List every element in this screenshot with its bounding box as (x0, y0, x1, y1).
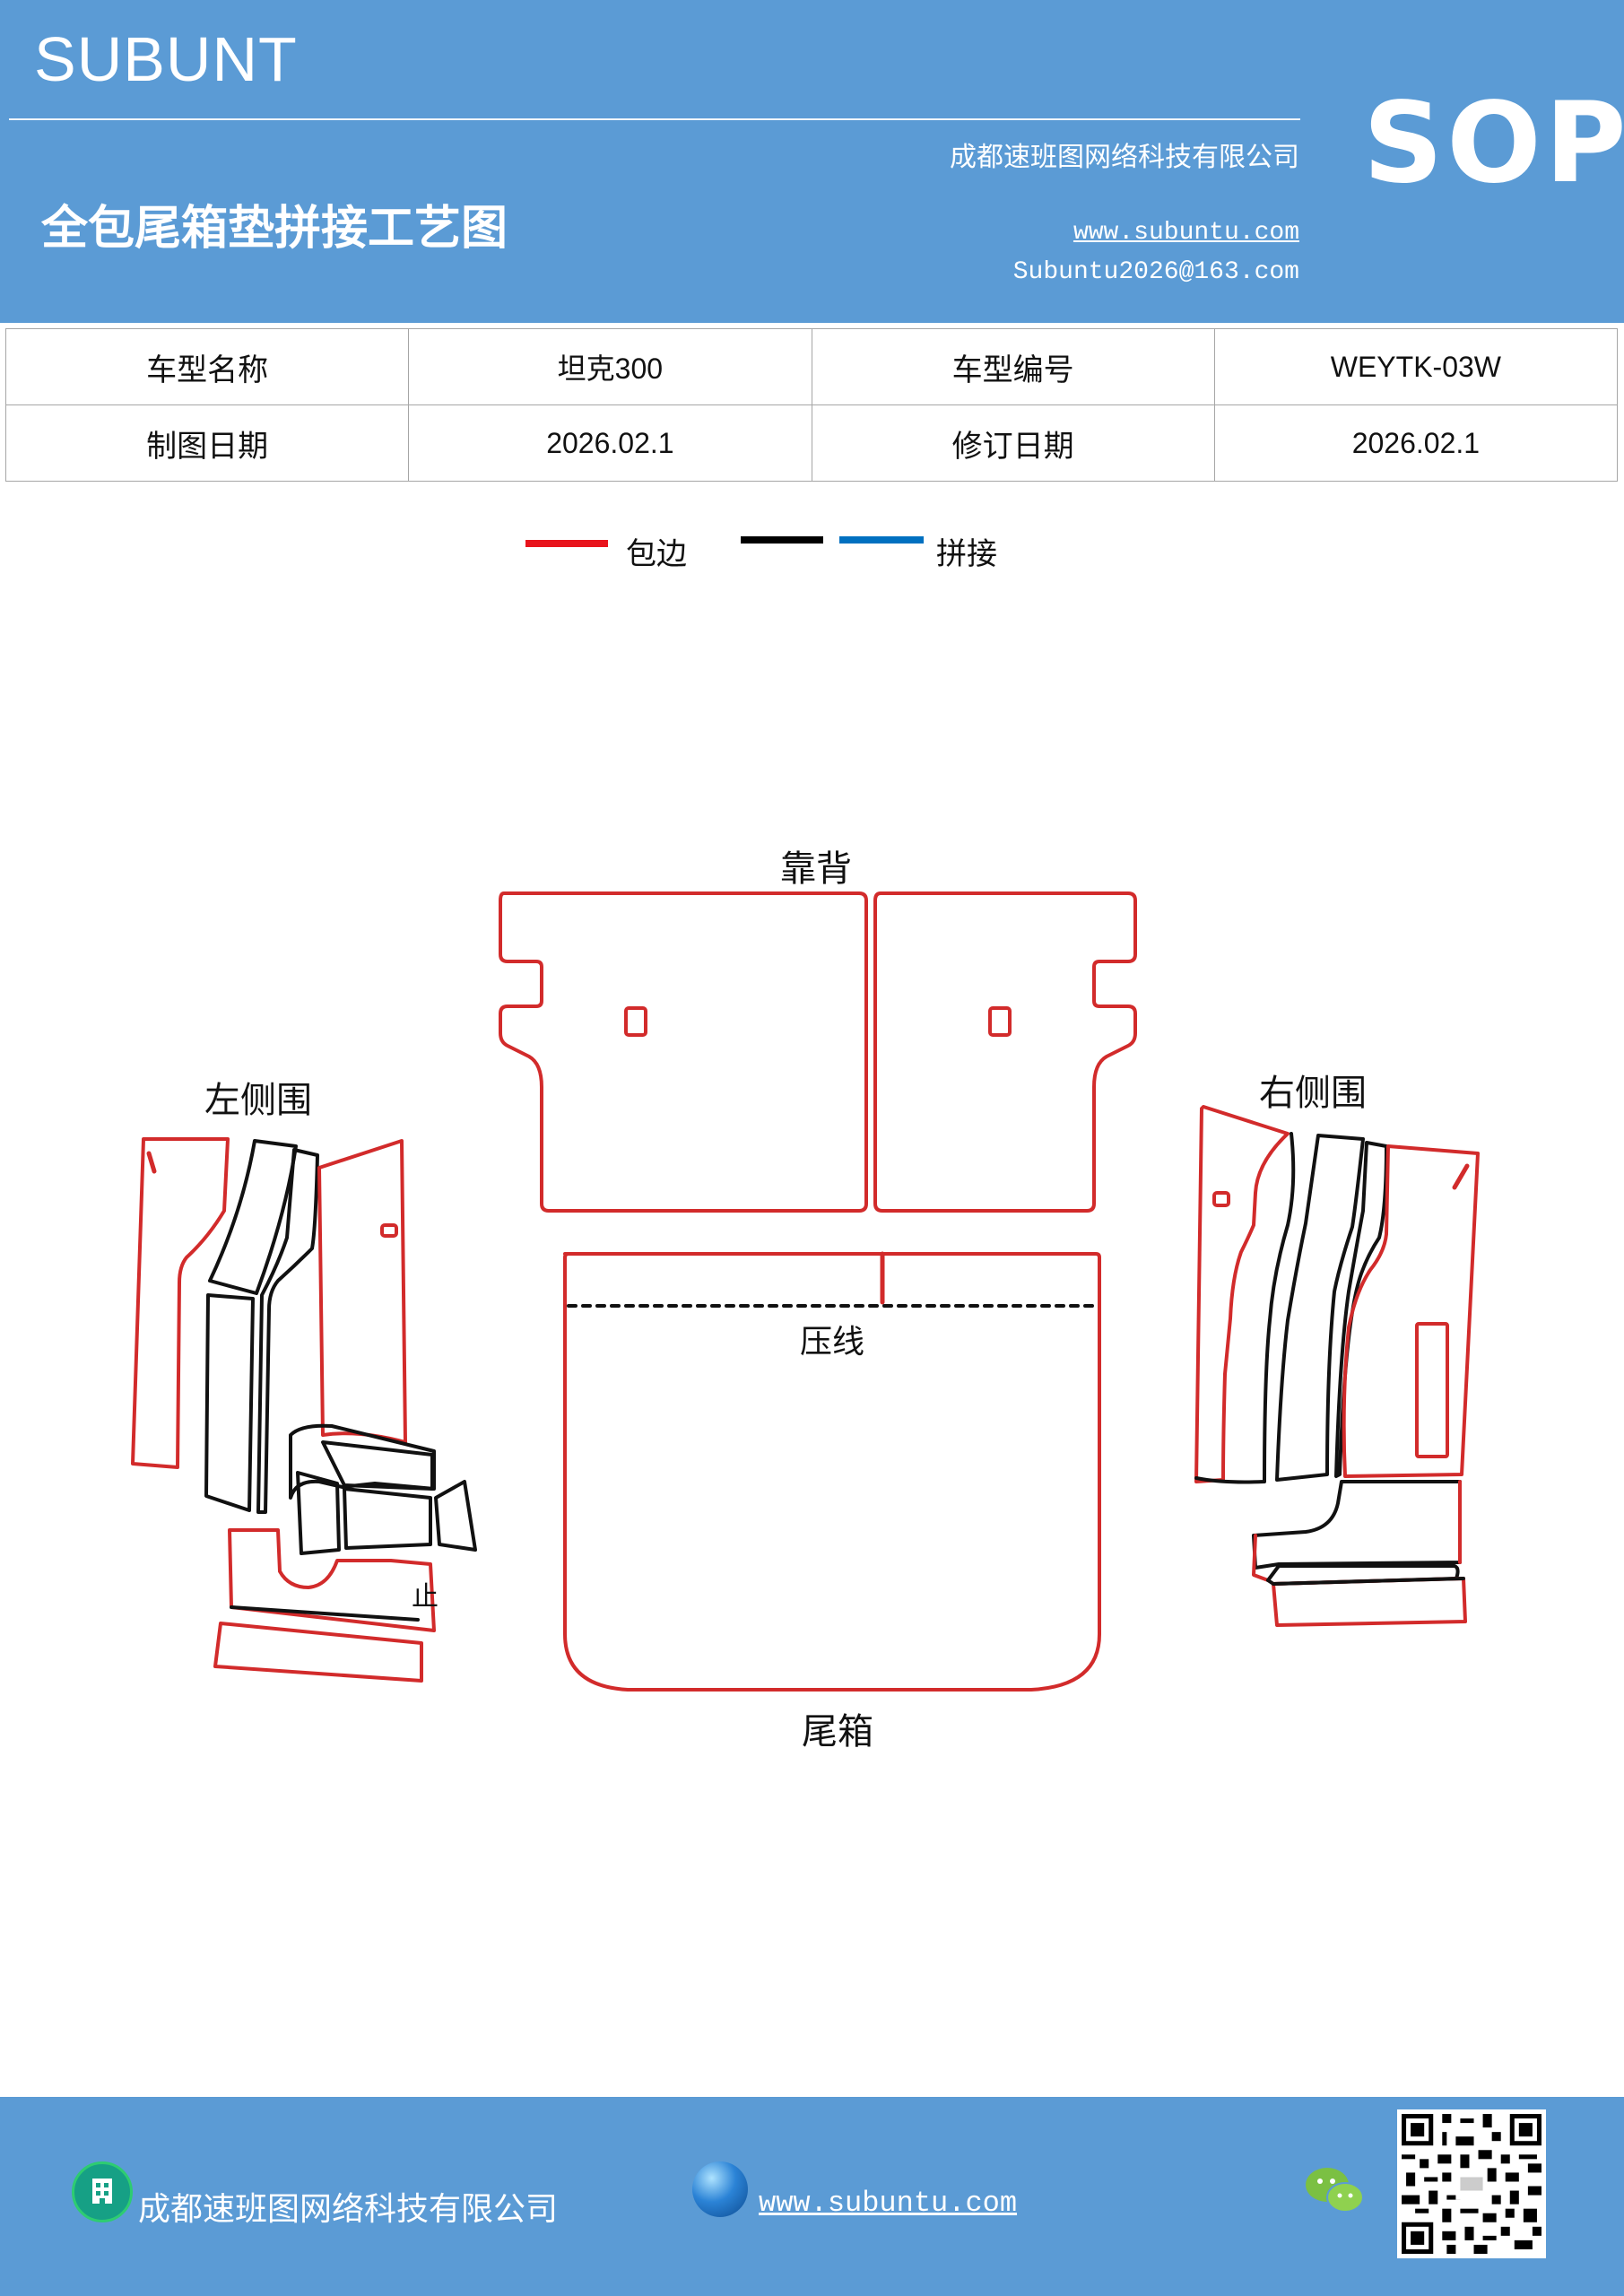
right-side-strip-1 (1275, 1134, 1365, 1482)
left-side-mark (146, 1151, 157, 1174)
left-side-block-5 (434, 1480, 477, 1552)
legend-label-edge: 包边 (626, 536, 687, 572)
sop-badge: SOP (1363, 79, 1624, 208)
left-side-strip-2 (204, 1293, 255, 1512)
footer-banner: 成都速班图网络科技有限公司 www.subuntu.com (0, 2097, 1624, 2296)
header-banner: SUBUNT 成都速班图网络科技有限公司 全包尾箱垫拼接工艺图 www.subu… (0, 0, 1624, 323)
legend: 包边 拼接 (0, 520, 1624, 583)
value-model-name: 坦克300 (408, 328, 812, 405)
vehicle-info-table: 车型名称 坦克300 车型编号 WEYTK-03W 制图日期 2026.02.1… (4, 328, 1619, 482)
label-left-small: 止 (412, 1581, 439, 1613)
left-side-rear-panel (317, 1139, 407, 1444)
right-side-bottom-3-top (1272, 1577, 1465, 1586)
label-revise-date: 修订日期 (811, 404, 1215, 482)
right-side-bottom-1 (1252, 1480, 1462, 1570)
right-side-mark (1452, 1163, 1470, 1190)
value-draw-date: 2026.02.1 (408, 404, 812, 482)
header-divider (9, 118, 1300, 120)
legend-label-seam: 拼接 (936, 536, 997, 572)
legend-swatch-seam (839, 536, 924, 544)
backrest-left-slot (624, 1006, 647, 1037)
left-side-bottom-1 (228, 1528, 436, 1632)
label-crease: 压线 (800, 1324, 864, 1361)
left-side-strip-1 (208, 1139, 298, 1295)
building-icon (72, 2161, 133, 2222)
label-trunk: 尾箱 (802, 1711, 873, 1752)
right-side-bottom-3 (1272, 1577, 1467, 1627)
value-model-code: WEYTK-03W (1213, 328, 1619, 405)
footer-website-link[interactable]: www.subuntu.com (759, 2187, 1018, 2220)
table-row: 制图日期 2026.02.1 修订日期 2026.02.1 (4, 404, 1619, 482)
company-name: 成都速班图网络科技有限公司 (950, 142, 1299, 173)
label-model-name: 车型名称 (4, 328, 410, 405)
label-right-side: 右侧围 (1259, 1073, 1367, 1114)
right-side-inner-line (1194, 1132, 1296, 1484)
right-side-window (1415, 1322, 1449, 1458)
legend-swatch-edge (525, 540, 608, 547)
website-link[interactable]: www.subuntu.com (1073, 219, 1299, 247)
backrest-right-panel (873, 891, 1137, 1213)
right-side-rear-panel (1342, 1144, 1480, 1478)
right-side-slot (1212, 1191, 1230, 1207)
trunk-panel (563, 1252, 1101, 1692)
mat-diagram: 靠背 左侧围 右侧围 压线 尾箱 止 (131, 848, 1480, 1752)
left-side-block-4 (343, 1487, 432, 1550)
brand-name: SUBUNT (34, 24, 298, 94)
email-address: Subuntu2026@163.com (1012, 258, 1299, 286)
label-backrest: 靠背 (780, 848, 852, 890)
legend-swatch-black (741, 536, 823, 544)
left-side-block-2 (321, 1440, 434, 1491)
left-side-slot (380, 1223, 398, 1238)
table-row: 车型名称 坦克300 车型编号 WEYTK-03W (4, 328, 1619, 405)
document-title: 全包尾箱垫拼接工艺图 (41, 201, 508, 256)
label-draw-date: 制图日期 (4, 404, 410, 482)
backrest-left-panel (499, 891, 868, 1213)
right-side-front-panel (1194, 1105, 1290, 1483)
left-side-block-3 (296, 1471, 341, 1555)
right-side-bottom-1-edge (1252, 1480, 1462, 1582)
wechat-icon (1306, 2168, 1364, 2213)
value-revise-date: 2026.02.1 (1213, 404, 1619, 482)
footer-company-name: 成都速班图网络科技有限公司 (138, 2191, 559, 2228)
left-side-strip-3 (256, 1148, 319, 1514)
backrest-right-slot (988, 1006, 1012, 1037)
left-side-bottom-2 (213, 1622, 423, 1683)
label-left-side: 左侧围 (204, 1080, 312, 1121)
left-side-block-1 (289, 1423, 436, 1500)
label-model-code: 车型编号 (811, 328, 1215, 405)
globe-icon (692, 2161, 748, 2217)
left-side-bottom-line (230, 1605, 420, 1622)
left-side-outer-panel (131, 1137, 230, 1469)
qr-code (1397, 2109, 1546, 2258)
